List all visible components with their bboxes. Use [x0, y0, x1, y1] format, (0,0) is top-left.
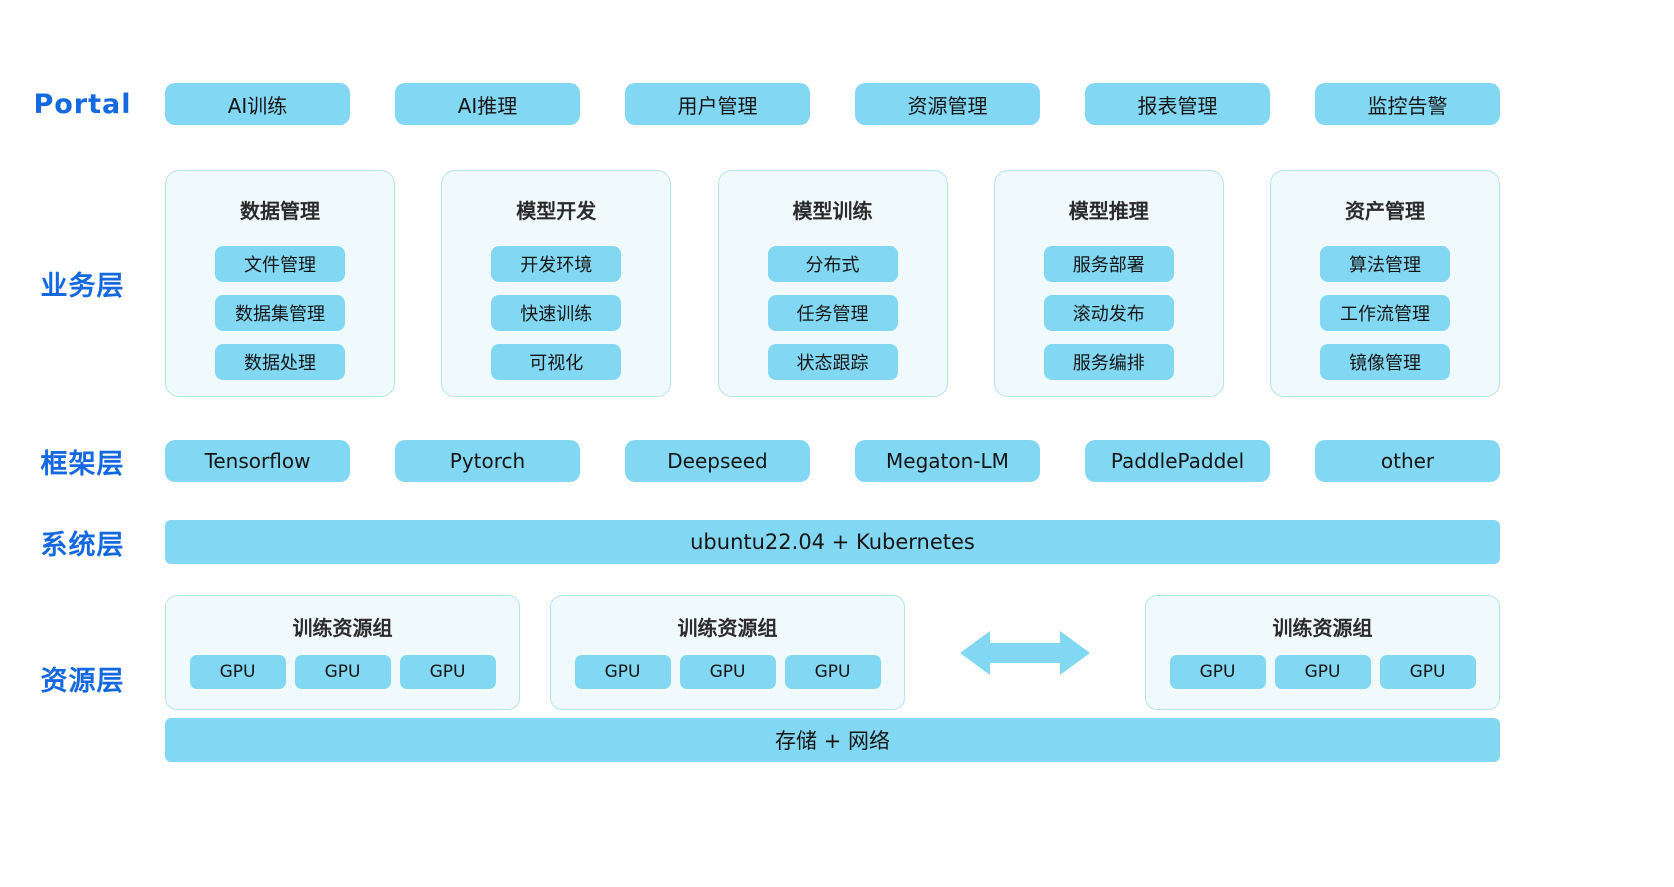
gpu-chip[interactable]: GPU — [1379, 655, 1476, 689]
framework-item-tensorflow[interactable]: Tensorflow — [165, 440, 350, 482]
scaling-arrow-container — [905, 629, 1145, 677]
portal-layer-label: Portal — [33, 88, 132, 120]
gpu-chip[interactable]: GPU — [189, 655, 286, 689]
chip-algorithm-management[interactable]: 算法管理 — [1320, 246, 1450, 282]
framework-item-megaton-lm[interactable]: Megaton-LM — [855, 440, 1040, 482]
portal-chip-row: AI训练 AI推理 用户管理 资源管理 报表管理 监控告警 — [165, 83, 1500, 125]
portal-item-monitoring-alerts[interactable]: 监控告警 — [1315, 83, 1500, 125]
card-data-management: 数据管理 文件管理 数据集管理 数据处理 — [165, 170, 395, 397]
chip-service-orchestration[interactable]: 服务编排 — [1043, 344, 1174, 380]
chip-visualization[interactable]: 可视化 — [491, 344, 622, 380]
system-band-ubuntu-kubernetes[interactable]: ubuntu22.04 + Kubernetes — [165, 520, 1500, 564]
system-layer-label: 系统层 — [40, 529, 125, 561]
double-arrow-icon — [960, 630, 1090, 675]
framework-item-pytorch[interactable]: Pytorch — [395, 440, 580, 482]
business-layer-row: 业务层 数据管理 文件管理 数据集管理 数据处理 模型开发 开发环境 快速训练 … — [0, 170, 1674, 397]
portal-item-resource-management[interactable]: 资源管理 — [855, 83, 1040, 125]
training-resource-group-3: 训练资源组 GPU GPU GPU — [1145, 595, 1500, 710]
portal-item-report-management[interactable]: 报表管理 — [1085, 83, 1270, 125]
chip-dev-environment[interactable]: 开发环境 — [491, 246, 622, 282]
chip-dataset-management[interactable]: 数据集管理 — [215, 295, 345, 331]
framework-item-other[interactable]: other — [1315, 440, 1500, 482]
card-chip-list: 文件管理 数据集管理 数据处理 — [215, 246, 345, 380]
chip-service-deployment[interactable]: 服务部署 — [1043, 246, 1174, 282]
chip-file-management[interactable]: 文件管理 — [215, 246, 345, 282]
chip-workflow-management[interactable]: 工作流管理 — [1320, 295, 1450, 331]
portal-layer-row: Portal AI训练 AI推理 用户管理 资源管理 报表管理 监控告警 — [0, 83, 1674, 125]
resource-content: 训练资源组 GPU GPU GPU 训练资源组 GPU GPU GPU — [165, 595, 1500, 762]
card-chip-list: 开发环境 快速训练 可视化 — [491, 246, 622, 380]
gpu-chip[interactable]: GPU — [1274, 655, 1371, 689]
framework-layer-row: 框架层 Tensorflow Pytorch Deepseed Megaton-… — [0, 440, 1674, 482]
business-layer-label: 业务层 — [40, 271, 125, 302]
chip-rolling-release[interactable]: 滚动发布 — [1043, 295, 1174, 331]
system-layer-row: 系统层 ubuntu22.04 + Kubernetes — [0, 520, 1674, 564]
chip-task-management[interactable]: 任务管理 — [767, 295, 898, 331]
gpu-chip[interactable]: GPU — [1169, 655, 1266, 689]
portal-item-ai-training[interactable]: AI训练 — [165, 83, 350, 125]
card-title: 模型训练 — [792, 199, 873, 223]
portal-item-user-management[interactable]: 用户管理 — [625, 83, 810, 125]
gpu-chip[interactable]: GPU — [574, 655, 671, 689]
business-card-grid: 数据管理 文件管理 数据集管理 数据处理 模型开发 开发环境 快速训练 可视化 … — [165, 170, 1500, 397]
framework-item-deepseed[interactable]: Deepseed — [625, 440, 810, 482]
gpu-chip[interactable]: GPU — [294, 655, 391, 689]
gpu-line: GPU GPU GPU — [574, 655, 881, 689]
card-title: 数据管理 — [240, 199, 320, 223]
resource-layer-label: 资源层 — [40, 666, 125, 697]
resource-layer-row: 资源层 训练资源组 GPU GPU GPU 训练资源组 GPU GPU — [0, 595, 1674, 762]
chip-data-processing[interactable]: 数据处理 — [215, 344, 345, 380]
gpu-chip[interactable]: GPU — [679, 655, 776, 689]
card-chip-list: 分布式 任务管理 状态跟踪 — [767, 246, 898, 380]
chip-status-tracking[interactable]: 状态跟踪 — [767, 344, 898, 380]
resource-groups-line: 训练资源组 GPU GPU GPU 训练资源组 GPU GPU GPU — [165, 595, 1500, 710]
gpu-chip[interactable]: GPU — [784, 655, 881, 689]
card-title: 模型开发 — [516, 199, 597, 223]
chip-quick-training[interactable]: 快速训练 — [491, 295, 622, 331]
group-title: 训练资源组 — [677, 616, 778, 640]
framework-chip-row: Tensorflow Pytorch Deepseed Megaton-LM P… — [165, 440, 1500, 482]
framework-item-paddlepaddel[interactable]: PaddlePaddel — [1085, 440, 1270, 482]
card-title: 模型推理 — [1068, 199, 1149, 223]
training-resource-group-1: 训练资源组 GPU GPU GPU — [165, 595, 520, 710]
card-model-training: 模型训练 分布式 任务管理 状态跟踪 — [717, 170, 948, 397]
group-title: 训练资源组 — [1272, 616, 1373, 640]
card-model-development: 模型开发 开发环境 快速训练 可视化 — [441, 170, 672, 397]
card-title: 资产管理 — [1345, 199, 1425, 223]
gpu-line: GPU GPU GPU — [189, 655, 496, 689]
group-title: 训练资源组 — [292, 616, 393, 640]
chip-distributed[interactable]: 分布式 — [767, 246, 898, 282]
card-asset-management: 资产管理 算法管理 工作流管理 镜像管理 — [1270, 170, 1500, 397]
chip-image-management[interactable]: 镜像管理 — [1320, 344, 1450, 380]
card-model-inference: 模型推理 服务部署 滚动发布 服务编排 — [993, 170, 1224, 397]
storage-network-band[interactable]: 存储 + 网络 — [165, 718, 1500, 762]
framework-layer-label: 框架层 — [40, 448, 125, 480]
training-resource-group-2: 训练资源组 GPU GPU GPU — [550, 595, 905, 710]
gpu-chip[interactable]: GPU — [399, 655, 496, 689]
gpu-line: GPU GPU GPU — [1169, 655, 1476, 689]
card-chip-list: 服务部署 滚动发布 服务编排 — [1043, 246, 1174, 380]
card-chip-list: 算法管理 工作流管理 镜像管理 — [1320, 246, 1450, 380]
portal-item-ai-inference[interactable]: AI推理 — [395, 83, 580, 125]
